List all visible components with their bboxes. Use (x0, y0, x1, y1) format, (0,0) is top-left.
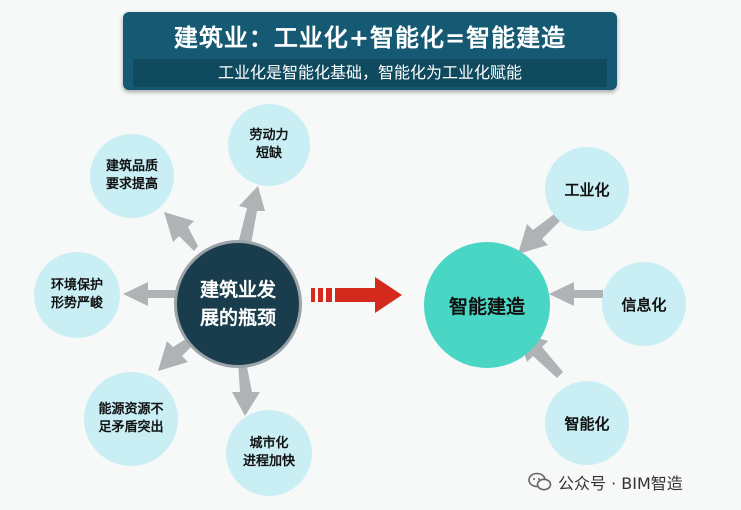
arrow-to-environment (123, 282, 176, 306)
smart-construction-circle: 智能建造 (424, 242, 550, 368)
watermark-text: 公众号 · BIM智造 (558, 474, 683, 493)
arrow-from-industrialization (518, 212, 563, 254)
arrow-from-informatization (549, 282, 603, 306)
node-energy-resources: 能源资源不 足矛盾突出 (84, 372, 178, 466)
banner-subtitle: 工业化是智能化基础，智能化为工业化赋能 (133, 59, 607, 87)
arrow-to-labor (239, 186, 265, 244)
environment-line2: 形势严峻 (50, 296, 103, 311)
environment-line1: 环境保护 (50, 278, 103, 293)
labor-line1: 劳动力 (249, 128, 289, 143)
arrow-to-urbanization (232, 362, 260, 416)
bottleneck-line2: 展的瓶颈 (199, 307, 276, 329)
node-environmental-protection: 环境保护 形势严峻 (34, 252, 120, 338)
node-labor-shortage: 劳动力 短缺 (228, 104, 310, 186)
node-industrialization: 工业化 (545, 147, 629, 231)
resources-line2: 足矛盾突出 (98, 420, 164, 435)
urbanization-line1: 城市化 (249, 436, 289, 451)
node-intelligence: 智能化 (545, 381, 629, 465)
arrow-to-quality (164, 212, 198, 251)
intelligence-label: 智能化 (564, 414, 610, 433)
bottleneck-center-circle: 建筑业发 展的瓶颈 (174, 240, 302, 368)
resources-line1: 能源资源不 (98, 402, 164, 417)
smart-construction-label: 智能建造 (448, 295, 525, 318)
informatization-label: 信息化 (621, 295, 667, 314)
watermark: 公众号 · BIM智造 (528, 470, 683, 494)
quality-line1: 建筑品质 (105, 159, 158, 174)
grey-arrows (123, 186, 603, 416)
labor-line2: 短缺 (255, 146, 282, 161)
wechat-icon (528, 472, 552, 491)
quality-line2: 要求提高 (105, 177, 158, 192)
node-quality-requirements: 建筑品质 要求提高 (90, 134, 174, 218)
node-informatization: 信息化 (602, 262, 686, 346)
title-banner: 建筑业：工业化+智能化=智能建造 工业化是智能化基础，智能化为工业化赋能 (123, 12, 617, 90)
node-urbanization: 城市化 进程加快 (226, 410, 312, 496)
banner-title: 建筑业：工业化+智能化=智能建造 (173, 24, 567, 52)
bottleneck-line1: 建筑业发 (199, 279, 276, 301)
urbanization-line2: 进程加快 (242, 454, 295, 469)
red-arrow (311, 277, 402, 313)
industrialization-label: 工业化 (564, 180, 610, 199)
